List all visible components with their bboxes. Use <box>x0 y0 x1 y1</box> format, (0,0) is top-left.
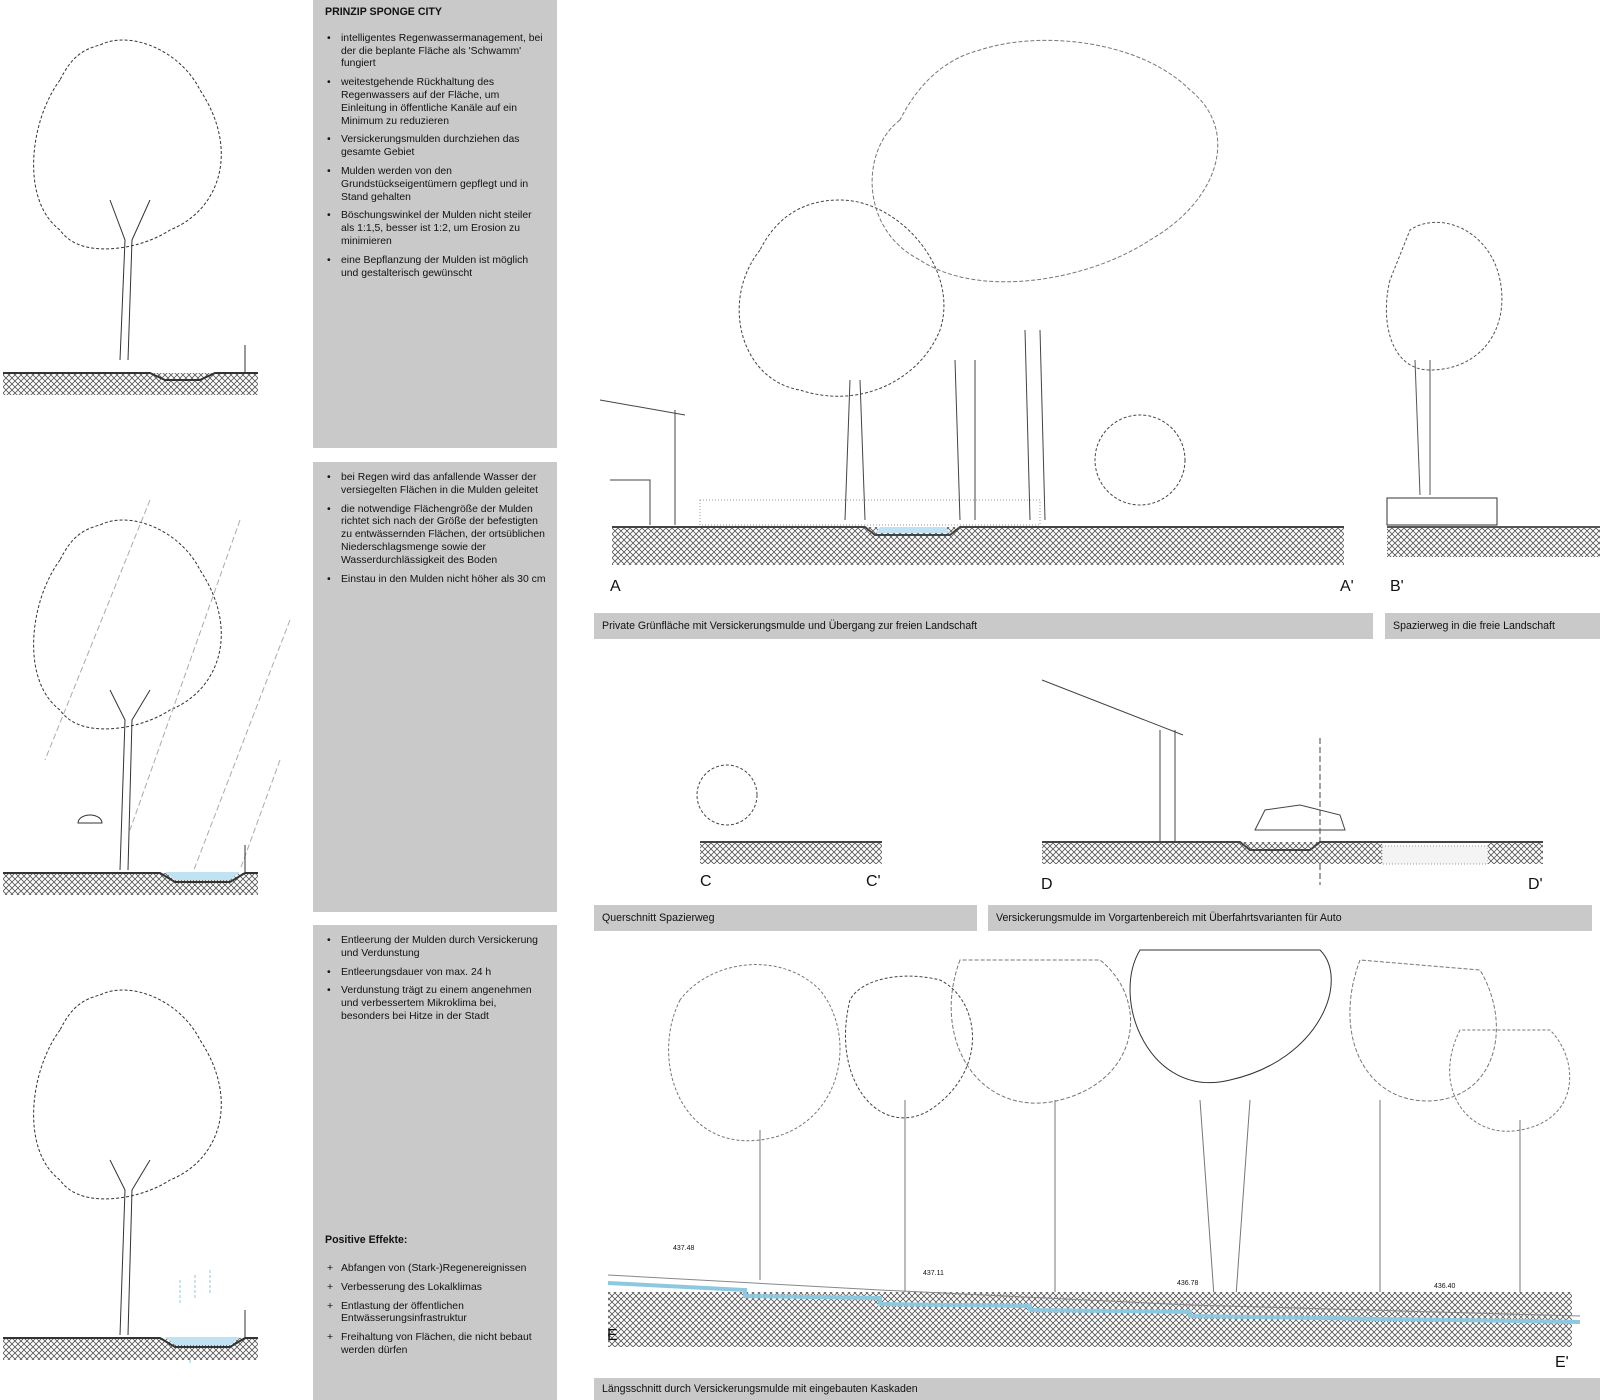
section-c-end: C' <box>866 873 881 890</box>
section-e-drawing <box>607 949 1581 1347</box>
effect-item: Entlastung der öffentlichen Entwässerung… <box>325 1301 547 1327</box>
section-d-drawing <box>1041 679 1543 885</box>
section-c-drawing <box>696 764 882 864</box>
list-item: Entleerungsdauer von max. 24 h <box>325 967 547 980</box>
caption-section-a: Private Grünfläche mit Versickerungsmuld… <box>594 613 1373 639</box>
umbrella-icon <box>77 814 103 824</box>
caption-section-d: Versickerungsmulde im Vorgartenbereich m… <box>988 905 1592 931</box>
list-item: bei Regen wird das anfallende Wasser der… <box>325 472 547 498</box>
list-item: Versickerungsmulden durchziehen das gesa… <box>325 134 547 160</box>
elevation-label: 437.48 <box>673 1245 695 1252</box>
list-item: Mulden werden von den Grundstückseigentü… <box>325 166 547 204</box>
section-a-start: A <box>610 578 621 595</box>
section-c-start: C <box>700 873 712 890</box>
panel-title: PRINZIP SPONGE CITY <box>325 6 442 18</box>
section-d-end: D' <box>1528 876 1543 893</box>
list-item: Entleerung der Mulden durch Versickerung… <box>325 935 547 961</box>
section-a-drawing <box>599 39 1344 565</box>
elevation-label: 436.40 <box>1434 1283 1456 1290</box>
list-item: eine Bepflanzung der Mulden ist möglich … <box>325 255 547 281</box>
section-e-start: E <box>607 1327 618 1344</box>
tree-diagram-drain <box>3 989 258 1365</box>
list-item: intelligentes Regenwassermanagement, bei… <box>325 33 547 71</box>
tree-diagram-dry <box>3 39 258 395</box>
section-b-drawing <box>1385 221 1600 557</box>
caption-section-e: Längsschnitt durch Versickerungsmulde mi… <box>594 1378 1600 1400</box>
caption-section-c: Querschnitt Spazierweg <box>594 905 977 931</box>
list-item: Böschungswinkel der Mulden nicht steiler… <box>325 210 547 248</box>
list-item: die notwendige Flächengröße der Mulden r… <box>325 504 547 568</box>
elevation-label: 437.11 <box>923 1270 944 1277</box>
section-e-end: E' <box>1555 1354 1569 1371</box>
list-item: Verdunstung trägt zu einem angenehmen un… <box>325 985 547 1023</box>
effect-item: Verbesserung des Lokalklimas <box>325 1282 547 1295</box>
tree-diagram-rain <box>3 499 291 895</box>
section-b-end: B' <box>1390 578 1404 595</box>
effects-title: Positive Effekte: <box>325 1234 408 1246</box>
list-item: Einstau in den Mulden nicht höher als 30… <box>325 574 547 587</box>
section-a-end: A' <box>1340 578 1354 595</box>
effect-item: Abfangen von (Stark-)Regenereignissen <box>325 1263 547 1276</box>
elevation-label: 436.78 <box>1177 1280 1199 1287</box>
list-item: weitestgehende Rückhaltung des Regenwass… <box>325 77 547 128</box>
panel-drain: Entleerung der Mulden durch Versickerung… <box>313 925 557 1400</box>
effect-item: Freihaltung von Flächen, die nicht bebau… <box>325 1332 547 1358</box>
panel-principle: PRINZIP SPONGE CITY intelligentes Regenw… <box>313 0 557 448</box>
section-d-start: D <box>1041 876 1053 893</box>
panel-rain: bei Regen wird das anfallende Wasser der… <box>313 462 557 912</box>
caption-section-b: Spazierweg in die freie Landschaft <box>1385 613 1600 639</box>
